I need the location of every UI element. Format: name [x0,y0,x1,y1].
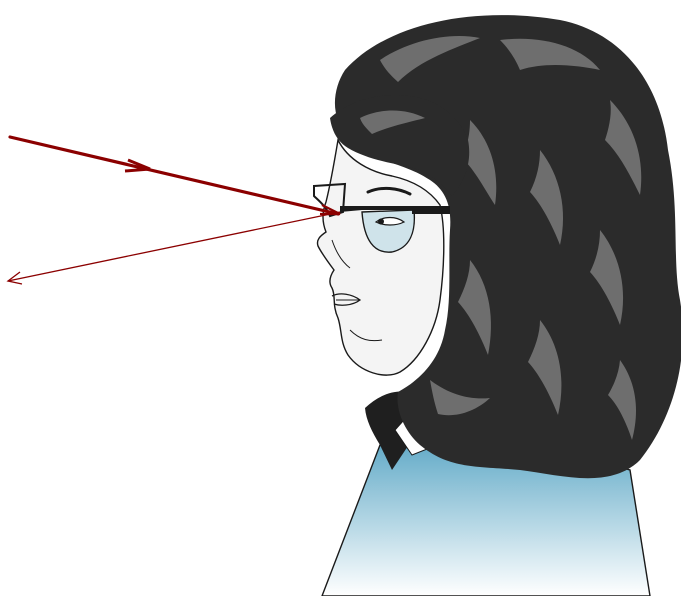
reflected-ray [8,212,340,284]
pupil [378,219,384,225]
incident-ray [10,137,340,214]
